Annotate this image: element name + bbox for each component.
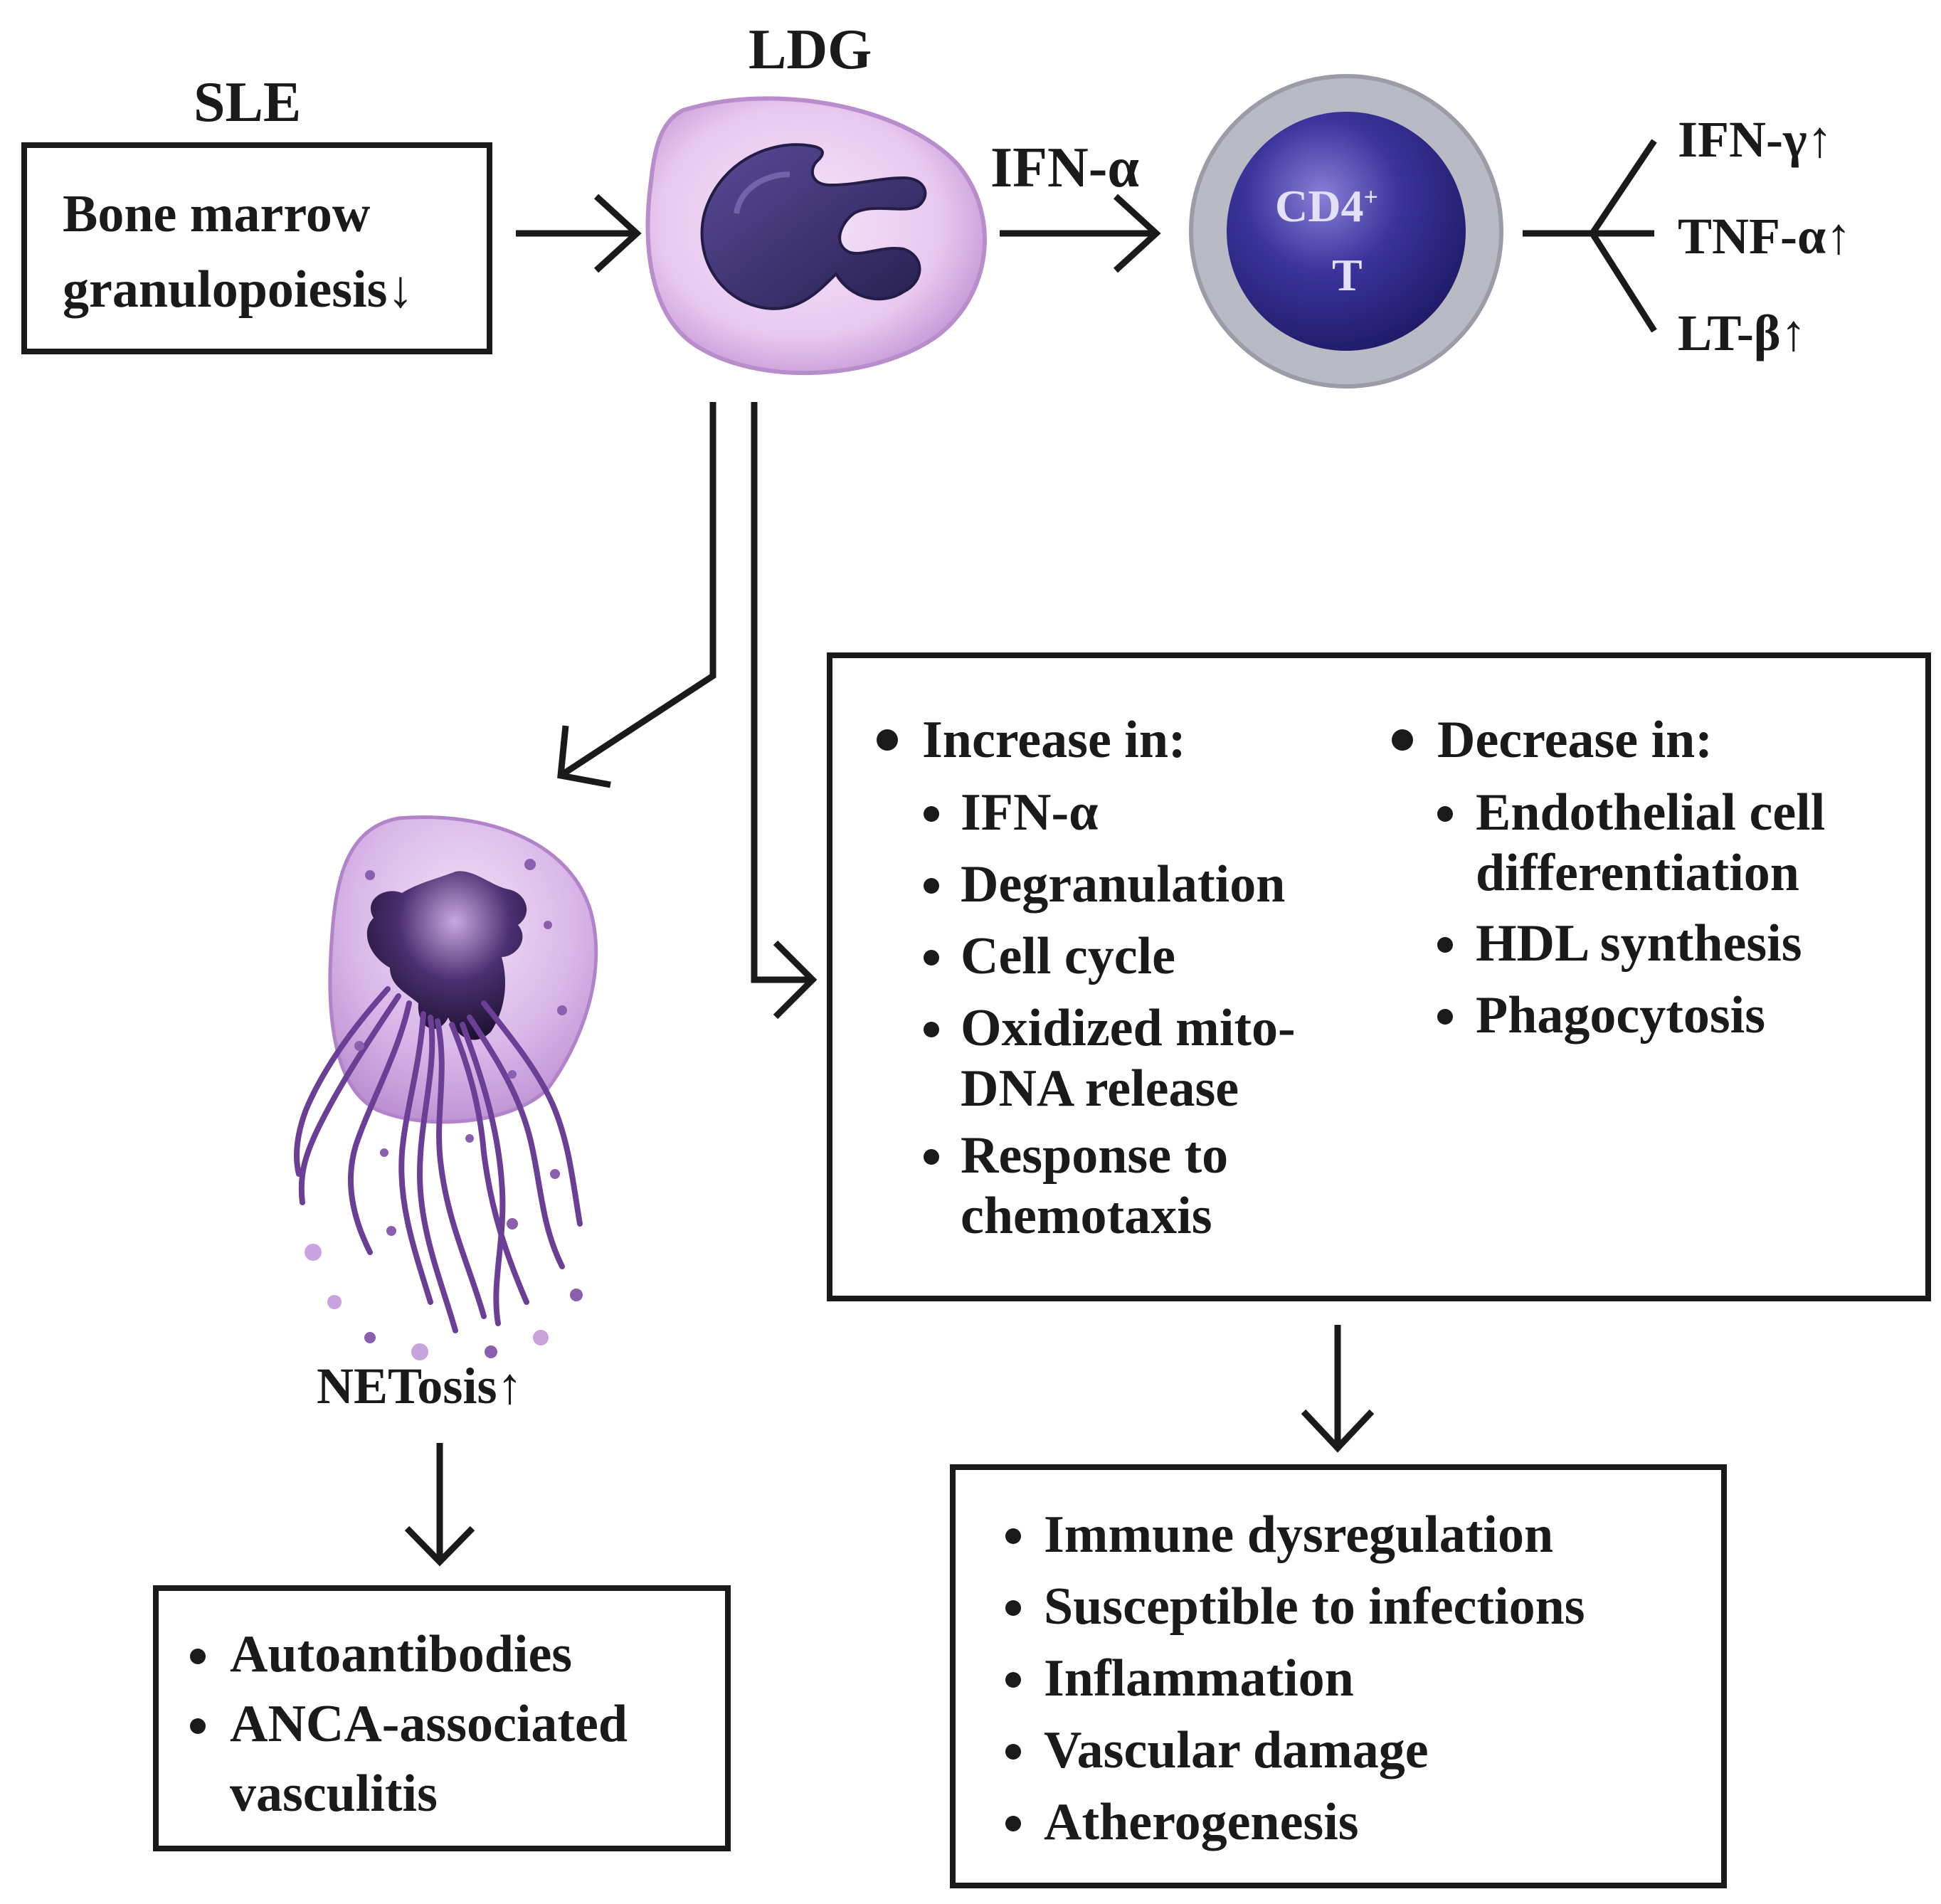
bullet: [1392, 729, 1413, 751]
arrow-changes-to-consequences: [1301, 1325, 1375, 1453]
consequence-vascular: Vascular damage: [1044, 1721, 1429, 1779]
consequence-immune: Immune dysregulation: [1044, 1506, 1554, 1564]
bullet: [1005, 1816, 1021, 1831]
decrease-item-hdl: HDL synthesis: [1476, 914, 1802, 973]
consequence-infections: Susceptible to infections: [1044, 1577, 1585, 1636]
bone-marrow-line1: Bone marrow: [63, 185, 371, 243]
bullet: [190, 1649, 206, 1664]
arrow-netosis-to-outcomes: [404, 1443, 475, 1567]
bullet: [1437, 806, 1453, 822]
fork-cd4-to-cytokines: [1523, 139, 1657, 333]
t-label: T: [1332, 250, 1363, 300]
outcome-anca: ANCA-associated: [230, 1695, 628, 1753]
arrow-ldg-to-netosis: [557, 402, 716, 788]
cytokine-lt-beta: LT-β↑: [1678, 305, 1807, 361]
outcome-autoantibodies: Autoantibodies: [230, 1625, 573, 1683]
cd4-text: CD4: [1275, 181, 1364, 231]
arrow-sle-to-ldg: [516, 194, 642, 273]
netosis-label: NETosis↑: [317, 1358, 523, 1414]
increase-header: Increase in:: [922, 711, 1186, 769]
sle-title: SLE: [194, 71, 302, 134]
bone-marrow-line2: granulopoiesis↓: [63, 260, 414, 319]
cd4-label: CD4+: [1275, 184, 1378, 229]
increase-item-mito-2: DNA release: [961, 1059, 1239, 1118]
ldg-changes-box: Increase in: IFN-α Degranulation Cell cy…: [827, 652, 1931, 1301]
decrease-header: Decrease in:: [1437, 711, 1713, 769]
increase-item-chemotaxis-2: chemotaxis: [961, 1187, 1212, 1245]
outcome-vasculitis: vasculitis: [230, 1765, 438, 1823]
increase-item-chemotaxis-1: Response to: [961, 1126, 1229, 1185]
increase-item-ifn: IFN-α: [961, 783, 1099, 842]
bullet: [924, 1149, 939, 1165]
bullet: [924, 806, 939, 822]
bullet: [877, 729, 898, 751]
consequence-inflammation: Inflammation: [1044, 1649, 1354, 1708]
bullet: [1437, 937, 1453, 953]
bullet: [1005, 1744, 1021, 1760]
bullet: [924, 950, 939, 966]
arrow-ldg-to-cd4: [1000, 194, 1161, 273]
arrow-ldg-to-changes: [751, 402, 818, 1020]
decrease-item-endothelial-2: differentiation: [1476, 844, 1799, 902]
bullet: [924, 878, 939, 894]
cytokine-tnf-alpha: TNF-α↑: [1678, 208, 1852, 265]
increase-item-degranulation: Degranulation: [961, 855, 1286, 914]
bone-marrow-box: Bone marrow granulopoiesis↓: [21, 142, 492, 354]
bullet: [1005, 1600, 1021, 1616]
decrease-item-endothelial-1: Endothelial cell: [1476, 783, 1826, 842]
consequence-atherogenesis: Atherogenesis: [1044, 1793, 1359, 1851]
bullet: [924, 1022, 939, 1037]
bullet: [190, 1718, 206, 1734]
bullet: [1005, 1672, 1021, 1688]
decrease-item-phagocytosis: Phagocytosis: [1476, 986, 1765, 1044]
increase-item-mito-1: Oxidized mito-: [961, 999, 1296, 1057]
netosis-outcomes-box: Autoantibodies ANCA-associated vasculiti…: [153, 1585, 731, 1851]
bullet: [1437, 1009, 1453, 1025]
cd4-superscript: +: [1363, 182, 1378, 211]
consequences-box: Immune dysregulation Susceptible to infe…: [950, 1464, 1727, 1888]
bullet: [1005, 1528, 1021, 1544]
ldg-title: LDG: [749, 18, 872, 81]
ifn-alpha-label: IFN-α: [990, 137, 1140, 199]
cytokine-ifn-gamma: IFN-γ↑: [1678, 111, 1833, 168]
increase-item-cell-cycle: Cell cycle: [961, 927, 1175, 985]
